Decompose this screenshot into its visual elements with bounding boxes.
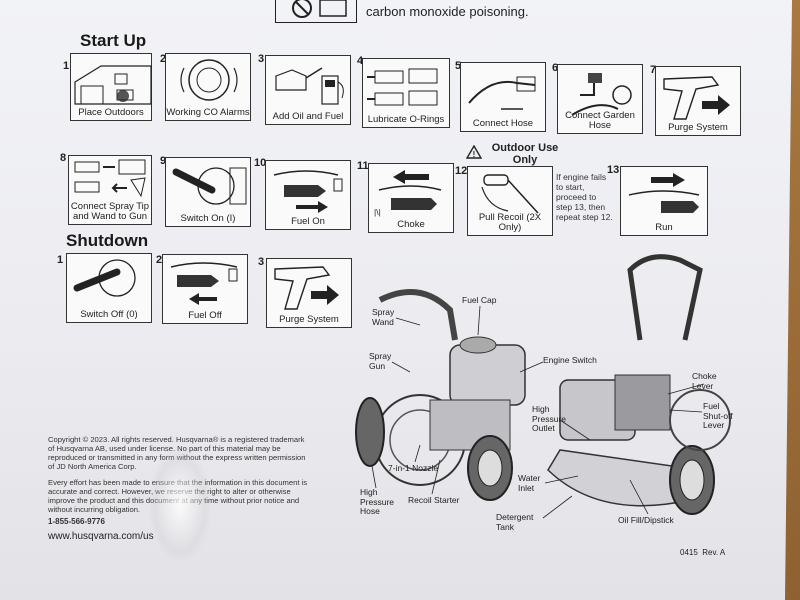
label-nozzle: 7-in-1 Nozzle	[388, 463, 439, 473]
engine-start-note: If engine fails to start, proceed to ste…	[556, 172, 613, 222]
step-label: Fuel On	[291, 216, 325, 227]
step-label: Connect Spray Tip and Wand to Gun	[70, 201, 150, 222]
step-number: 4	[357, 55, 364, 67]
run-lever-icon	[628, 173, 700, 213]
spray-tip-wand-icon	[74, 159, 146, 198]
label-water-inlet: Water Inlet	[518, 473, 541, 493]
paper-crease	[150, 450, 210, 560]
step-connect-hose: Connect Hose	[460, 62, 546, 132]
step-co-alarms: Working CO Alarms	[165, 53, 251, 121]
outdoor-use-notice: Outdoor Use Only	[491, 142, 559, 166]
step-number: 12	[455, 165, 468, 177]
step-label: Add Oil and Fuel	[272, 111, 344, 122]
o-ring-fittings-icon	[367, 68, 438, 106]
label-choke-lever: Choke Lever	[692, 371, 717, 391]
label-recoil: Recoil Starter	[408, 495, 460, 505]
label-hp-hose: High Pressure Hose	[360, 487, 395, 516]
step-label: Purge System	[668, 122, 728, 133]
label-fuel-cap: Fuel Cap	[462, 295, 497, 305]
step-label: Working CO Alarms	[166, 107, 250, 118]
label-spray-gun: Spray Gun	[369, 351, 392, 371]
shutdown-heading: Shutdown	[66, 231, 149, 250]
fuel-valve-icon	[273, 170, 343, 213]
no-indoor-use-icon	[275, 0, 357, 23]
svg-text:!: !	[473, 150, 476, 159]
house-outdoor-icon	[74, 65, 152, 105]
engine-switch-icon	[73, 259, 136, 297]
phone-number: 1-855-566-9776	[48, 517, 105, 526]
step-switch-on: Switch On (I)	[165, 157, 251, 227]
hose-connection-icon	[468, 76, 536, 110]
engine-switch-icon	[172, 167, 247, 205]
step-number: 1	[57, 254, 64, 266]
shutdown-switch-off: Switch Off (0)	[66, 253, 152, 323]
label-engine-switch: Engine Switch	[543, 355, 597, 365]
step-label: Purge System	[279, 314, 339, 325]
step-number: 2	[160, 53, 167, 65]
step-label: Place Outdoors	[78, 107, 144, 118]
choke-lever-icon	[378, 170, 442, 210]
recoil-handle-icon	[481, 174, 539, 214]
document-code: 0415 Rev. A	[680, 548, 726, 557]
choke-mark: |\|	[374, 207, 381, 217]
step-run: Run	[620, 166, 708, 236]
shutdown-fuel-off: Fuel Off	[162, 254, 248, 324]
step-number: 10	[254, 157, 267, 169]
step-add-oil-fuel: Add Oil and Fuel	[265, 55, 351, 125]
step-number: 3	[258, 256, 265, 268]
step-label: Choke	[397, 219, 425, 230]
step-label: Lubricate O-Rings	[367, 114, 445, 125]
oil-can-and-fuel-pump-icon	[275, 67, 344, 105]
warning-text: carbon monoxide poisoning.	[366, 4, 529, 19]
step-number: 9	[160, 155, 167, 167]
label-hp-outlet: High Pressure Outlet	[532, 404, 567, 433]
step-label: Connect Garden Hose	[565, 110, 635, 131]
fuel-valve-icon	[170, 262, 238, 305]
step-place-outdoors: Place Outdoors	[70, 53, 152, 121]
label-spray-wand: Spray Wand	[372, 307, 395, 327]
step-number: 1	[63, 60, 70, 72]
step-label: Connect Hose	[472, 118, 534, 129]
step-fuel-on: Fuel On	[265, 160, 351, 230]
spray-gun-icon	[274, 266, 339, 310]
label-fuel-shutoff: Fuel Shut-off Lever	[703, 401, 733, 430]
step-number: 7	[650, 64, 657, 76]
step-lubricate: Lubricate O-Rings	[362, 58, 450, 128]
spray-gun-icon	[663, 76, 730, 120]
step-spray-tip: Connect Spray Tip and Wand to Gun	[68, 155, 152, 225]
step-label: Switch Off (0)	[80, 309, 138, 320]
step-garden-hose: Connect Garden Hose	[557, 64, 643, 134]
step-label: Fuel Off	[188, 310, 222, 321]
step-label: Pull Recoil (2X Only)	[478, 212, 542, 233]
startup-heading: Start Up	[80, 31, 147, 50]
label-detergent: Detergent Tank	[496, 512, 534, 532]
step-pull-recoil: Pull Recoil (2X Only)	[467, 166, 553, 236]
warning-triangle-icon: !	[466, 145, 482, 159]
co-alarm-icon	[180, 59, 238, 101]
step-number: 8	[60, 152, 67, 164]
website-link[interactable]: www.husqvarna.com/us	[48, 531, 154, 542]
step-label: Switch On (I)	[180, 213, 236, 224]
step-number: 11	[357, 160, 369, 172]
label-oil-fill: Oil Fill/Dipstick	[618, 515, 674, 525]
step-number: 13	[607, 164, 620, 176]
shutdown-purge-system: Purge System	[266, 258, 352, 328]
step-label: Run	[655, 222, 673, 233]
step-number: 3	[258, 53, 265, 65]
step-purge-system: Purge System	[655, 66, 741, 136]
faucet-icon	[571, 73, 632, 116]
step-choke: |\| Choke	[368, 163, 454, 233]
step-number: 6	[552, 62, 559, 74]
step-number: 5	[455, 60, 462, 72]
step-number: 2	[156, 254, 163, 266]
